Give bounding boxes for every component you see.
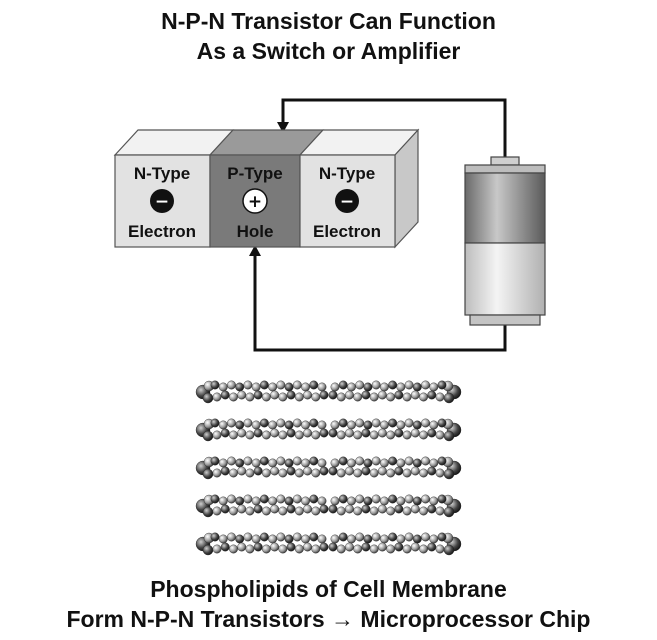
battery-top-half	[464, 172, 546, 244]
right-type-label: N-Type	[319, 164, 375, 183]
bottom-arrowhead	[249, 245, 261, 256]
left-type-label: N-Type	[134, 164, 190, 183]
n-block-left	[114, 154, 211, 248]
electron-icon-left	[150, 189, 174, 213]
title-line-2: As a Switch or Amplifier	[196, 38, 461, 64]
battery-bottom-half	[464, 242, 546, 316]
phospholipid-molecule	[195, 532, 329, 556]
battery-positive-terminal	[490, 156, 520, 166]
battery-top-cap	[464, 164, 546, 174]
phospholipid-molecule	[195, 418, 329, 442]
hole-sign: +	[248, 192, 262, 212]
right-carrier-label: Electron	[313, 222, 381, 241]
left-carrier-label: Electron	[128, 222, 196, 241]
electron-sign-right: −	[340, 192, 354, 212]
phospholipid-molecule	[328, 380, 462, 404]
hole-icon	[242, 188, 268, 214]
circuit-wire	[253, 98, 507, 352]
phospholipid-molecule	[328, 494, 462, 518]
diagram-title: N-P-N Transistor Can Function As a Switc…	[0, 6, 657, 66]
phospholipid-molecule	[195, 380, 329, 404]
phospholipid-molecule	[328, 418, 462, 442]
footer-line-1: Phospholipids of Cell Membrane	[150, 576, 507, 602]
footer-line-2: Form N-P-N Transistors → Microprocessor …	[66, 606, 591, 632]
phospholipid-molecule	[328, 532, 462, 556]
phospholipid-molecule	[328, 456, 462, 480]
phospholipid-molecule	[195, 494, 329, 518]
battery-bottom-cap	[469, 314, 541, 326]
electron-sign-left: −	[155, 192, 169, 212]
phospholipid-membrane	[195, 380, 462, 556]
middle-type-label: P-Type	[227, 164, 282, 183]
battery-icon	[464, 156, 546, 326]
top-arrowhead	[277, 122, 289, 133]
footer-caption: Phospholipids of Cell Membrane Form N-P-…	[0, 574, 657, 634]
electron-icon-right	[335, 189, 359, 213]
transistor-block	[113, 128, 420, 249]
middle-carrier-label: Hole	[237, 222, 274, 241]
title-line-1: N-P-N Transistor Can Function	[161, 8, 496, 34]
phospholipid-molecule	[195, 456, 329, 480]
